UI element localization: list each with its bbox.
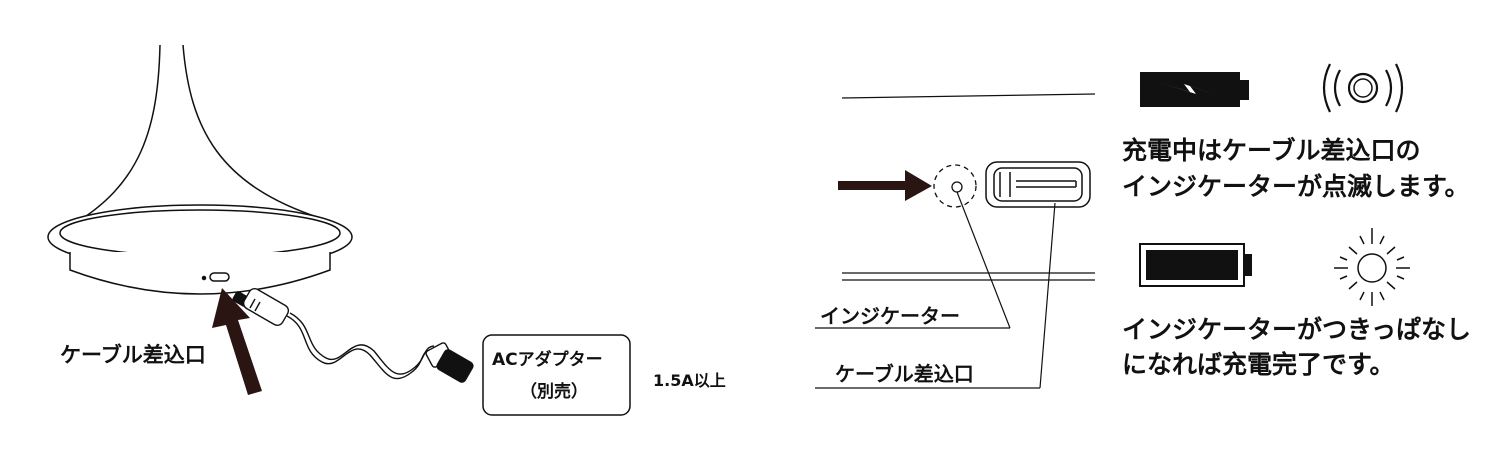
port-detail — [841, 93, 1096, 281]
adapter-sold-separately-label: （別売） — [520, 382, 588, 402]
cable-port-right — [985, 161, 1091, 208]
steady-light-icon — [1334, 228, 1410, 306]
complete-note-line1: インジケーターがつきっぱなし — [1122, 315, 1472, 344]
cable-port-left — [201, 272, 230, 282]
adapter-current-label: 1.5A以上 — [653, 371, 726, 390]
lamp-base — [47, 44, 353, 295]
leader-lines — [815, 191, 1056, 389]
indicator-light — [933, 164, 977, 208]
arrow-to-indicator — [838, 170, 932, 201]
battery-full-icon — [1139, 243, 1252, 287]
adapter-label: ACアダプター — [492, 350, 603, 370]
adapter-box — [482, 334, 631, 416]
indicator-label: インジケーター — [820, 304, 960, 328]
usb-cable — [232, 287, 474, 383]
battery-charging-icon — [1140, 72, 1249, 107]
charging-note-line1: 充電中はケーブル差込口の — [1122, 136, 1421, 165]
charging-note-line2: インジケーターが点滅します。 — [1122, 172, 1470, 201]
cable-port-right-label: ケーブル差込口 — [835, 362, 974, 386]
complete-note-line2: になれば充電完了です。 — [1122, 350, 1395, 379]
arrow-to-port-left — [212, 288, 262, 395]
cable-port-left-label: ケーブル差込口 — [60, 343, 206, 367]
blinking-light-icon — [1322, 63, 1404, 113]
